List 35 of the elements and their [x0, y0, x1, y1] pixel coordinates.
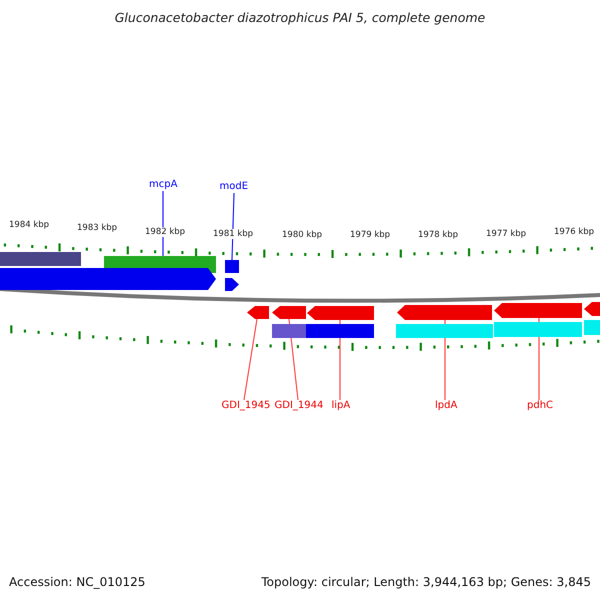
scale-label: 1981 kbp: [213, 229, 254, 239]
gene-label: pdhC: [527, 400, 554, 412]
accession-text: Accession: NC_010125: [9, 575, 146, 589]
gene-block: [225, 278, 239, 291]
scale-label: 1979 kbp: [350, 230, 390, 240]
scale-label: 1977 kbp: [486, 229, 526, 239]
scale-label: 1976 kbp: [554, 227, 594, 237]
gene-bar: [494, 322, 582, 337]
genome-info-text: Topology: circular; Length: 3,944,163 bp; Genes: 3,845: [261, 575, 591, 589]
scale-label: 1980 kbp: [282, 230, 322, 240]
gene-block: [584, 302, 600, 316]
gene-label: lipA: [332, 400, 350, 412]
scale-label: 1982 kbp: [145, 227, 186, 237]
gene-label: modE: [220, 181, 248, 193]
gene-block: [0, 268, 216, 290]
scale-label: 1983 kbp: [77, 223, 118, 233]
gene-block: [494, 303, 582, 318]
gene-bar: [584, 320, 600, 335]
gene-bar: [272, 324, 306, 338]
scale-label: 1984 kbp: [9, 220, 50, 230]
gene-label: GDI_1944: [274, 400, 324, 412]
gene-label: mcpA: [149, 179, 178, 191]
leader-line: [232, 192, 234, 260]
gene-bar: [396, 324, 493, 338]
gene-bar: [225, 260, 239, 273]
gene-label: GDI_1945: [222, 400, 270, 412]
scale-label: 1978 kbp: [418, 230, 458, 240]
gene-label: lpdA: [435, 400, 458, 412]
gene-bar: [0, 252, 81, 266]
gene-bar: [306, 324, 374, 338]
leader-line: [244, 318, 258, 400]
diagram-title: Gluconacetobacter diazotrophicus PAI 5, complete genome: [114, 10, 486, 25]
gene-block: [247, 306, 269, 319]
gene-block: [272, 306, 306, 319]
gene-block: [397, 305, 492, 320]
